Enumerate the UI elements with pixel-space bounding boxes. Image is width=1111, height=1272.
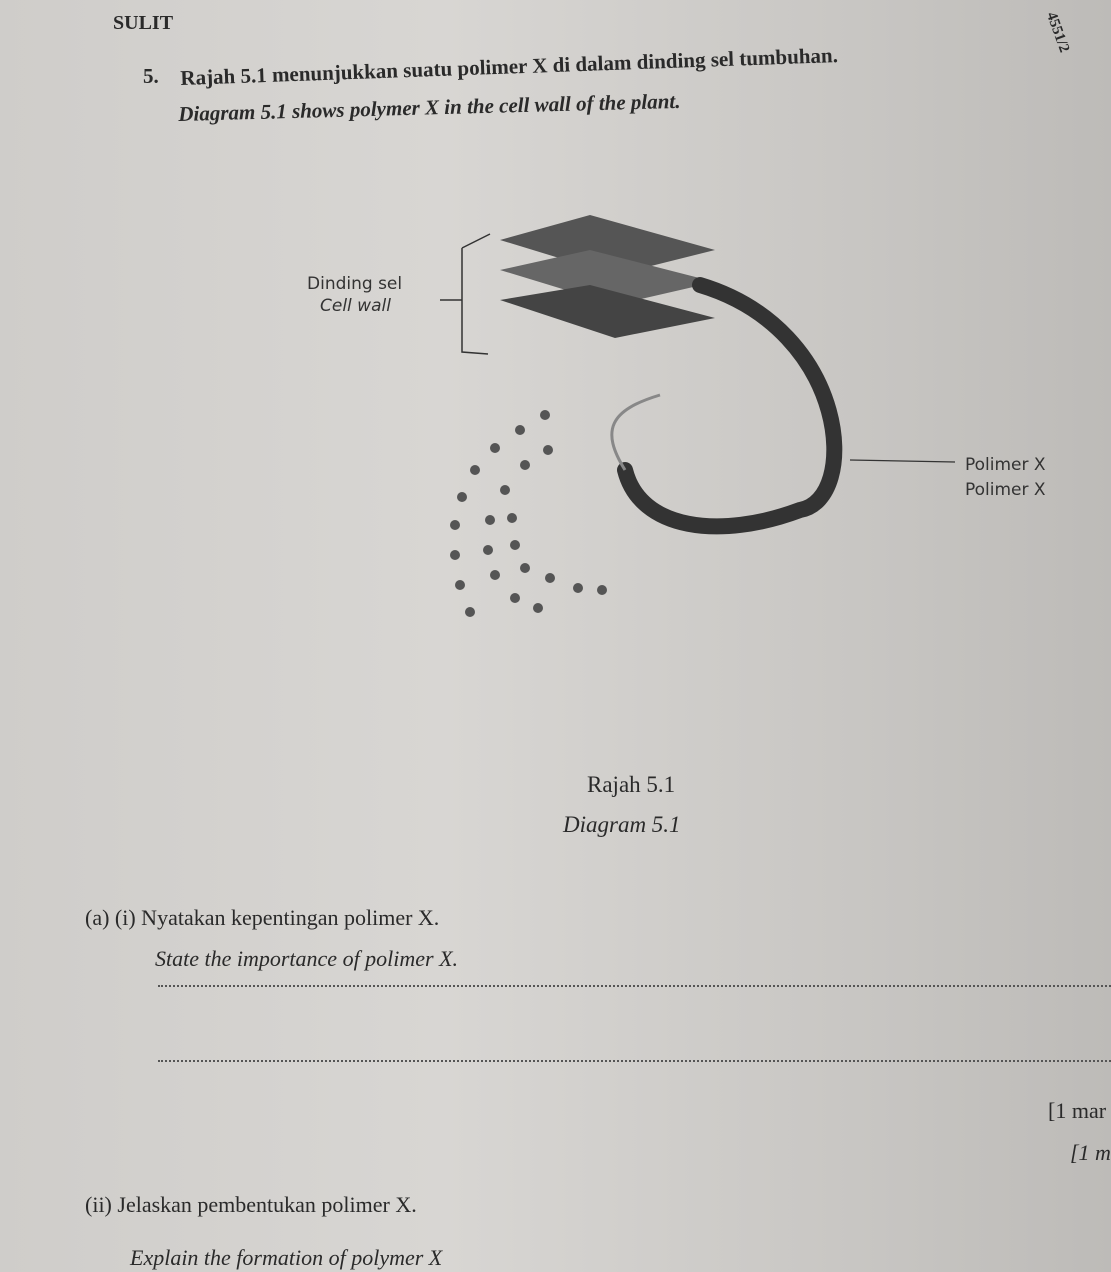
header-sulit: SULIT xyxy=(113,12,174,34)
polymer-pointer-line xyxy=(849,459,956,463)
caption-ms: Rajah 5.1 xyxy=(587,772,676,797)
polymer-fibre xyxy=(617,277,843,535)
part-a-i-ms: (a) (i) Nyatakan kepentingan polimer X. xyxy=(85,905,440,930)
cell-wall-diagram xyxy=(440,215,956,617)
microfibril-chains xyxy=(450,410,607,617)
part-a-ii-en: Explain the formation of polymer X xyxy=(130,1245,443,1270)
marks-label-2: [1 m xyxy=(1070,1140,1111,1165)
part-a-i-en: State the importance of polimer X. xyxy=(155,946,459,971)
cell-wall-layers xyxy=(500,215,715,338)
marks-label-1: [1 mar xyxy=(1048,1098,1107,1123)
cell-wall-bracket xyxy=(440,233,491,355)
part-a-ii-ms: (ii) Jelaskan pembentukan polimer X. xyxy=(85,1192,417,1217)
label-polymer-en: Polimer X xyxy=(965,480,1046,500)
answer-line-1[interactable] xyxy=(158,985,1111,987)
answer-line-2[interactable] xyxy=(158,1060,1111,1062)
label-polymer-ms: Polimer X xyxy=(965,455,1046,475)
question-number: 5. xyxy=(143,64,159,88)
label-cell-wall-ms: Dinding sel xyxy=(307,274,403,294)
label-cell-wall-en: Cell wall xyxy=(320,296,391,316)
caption-en: Diagram 5.1 xyxy=(563,812,681,837)
